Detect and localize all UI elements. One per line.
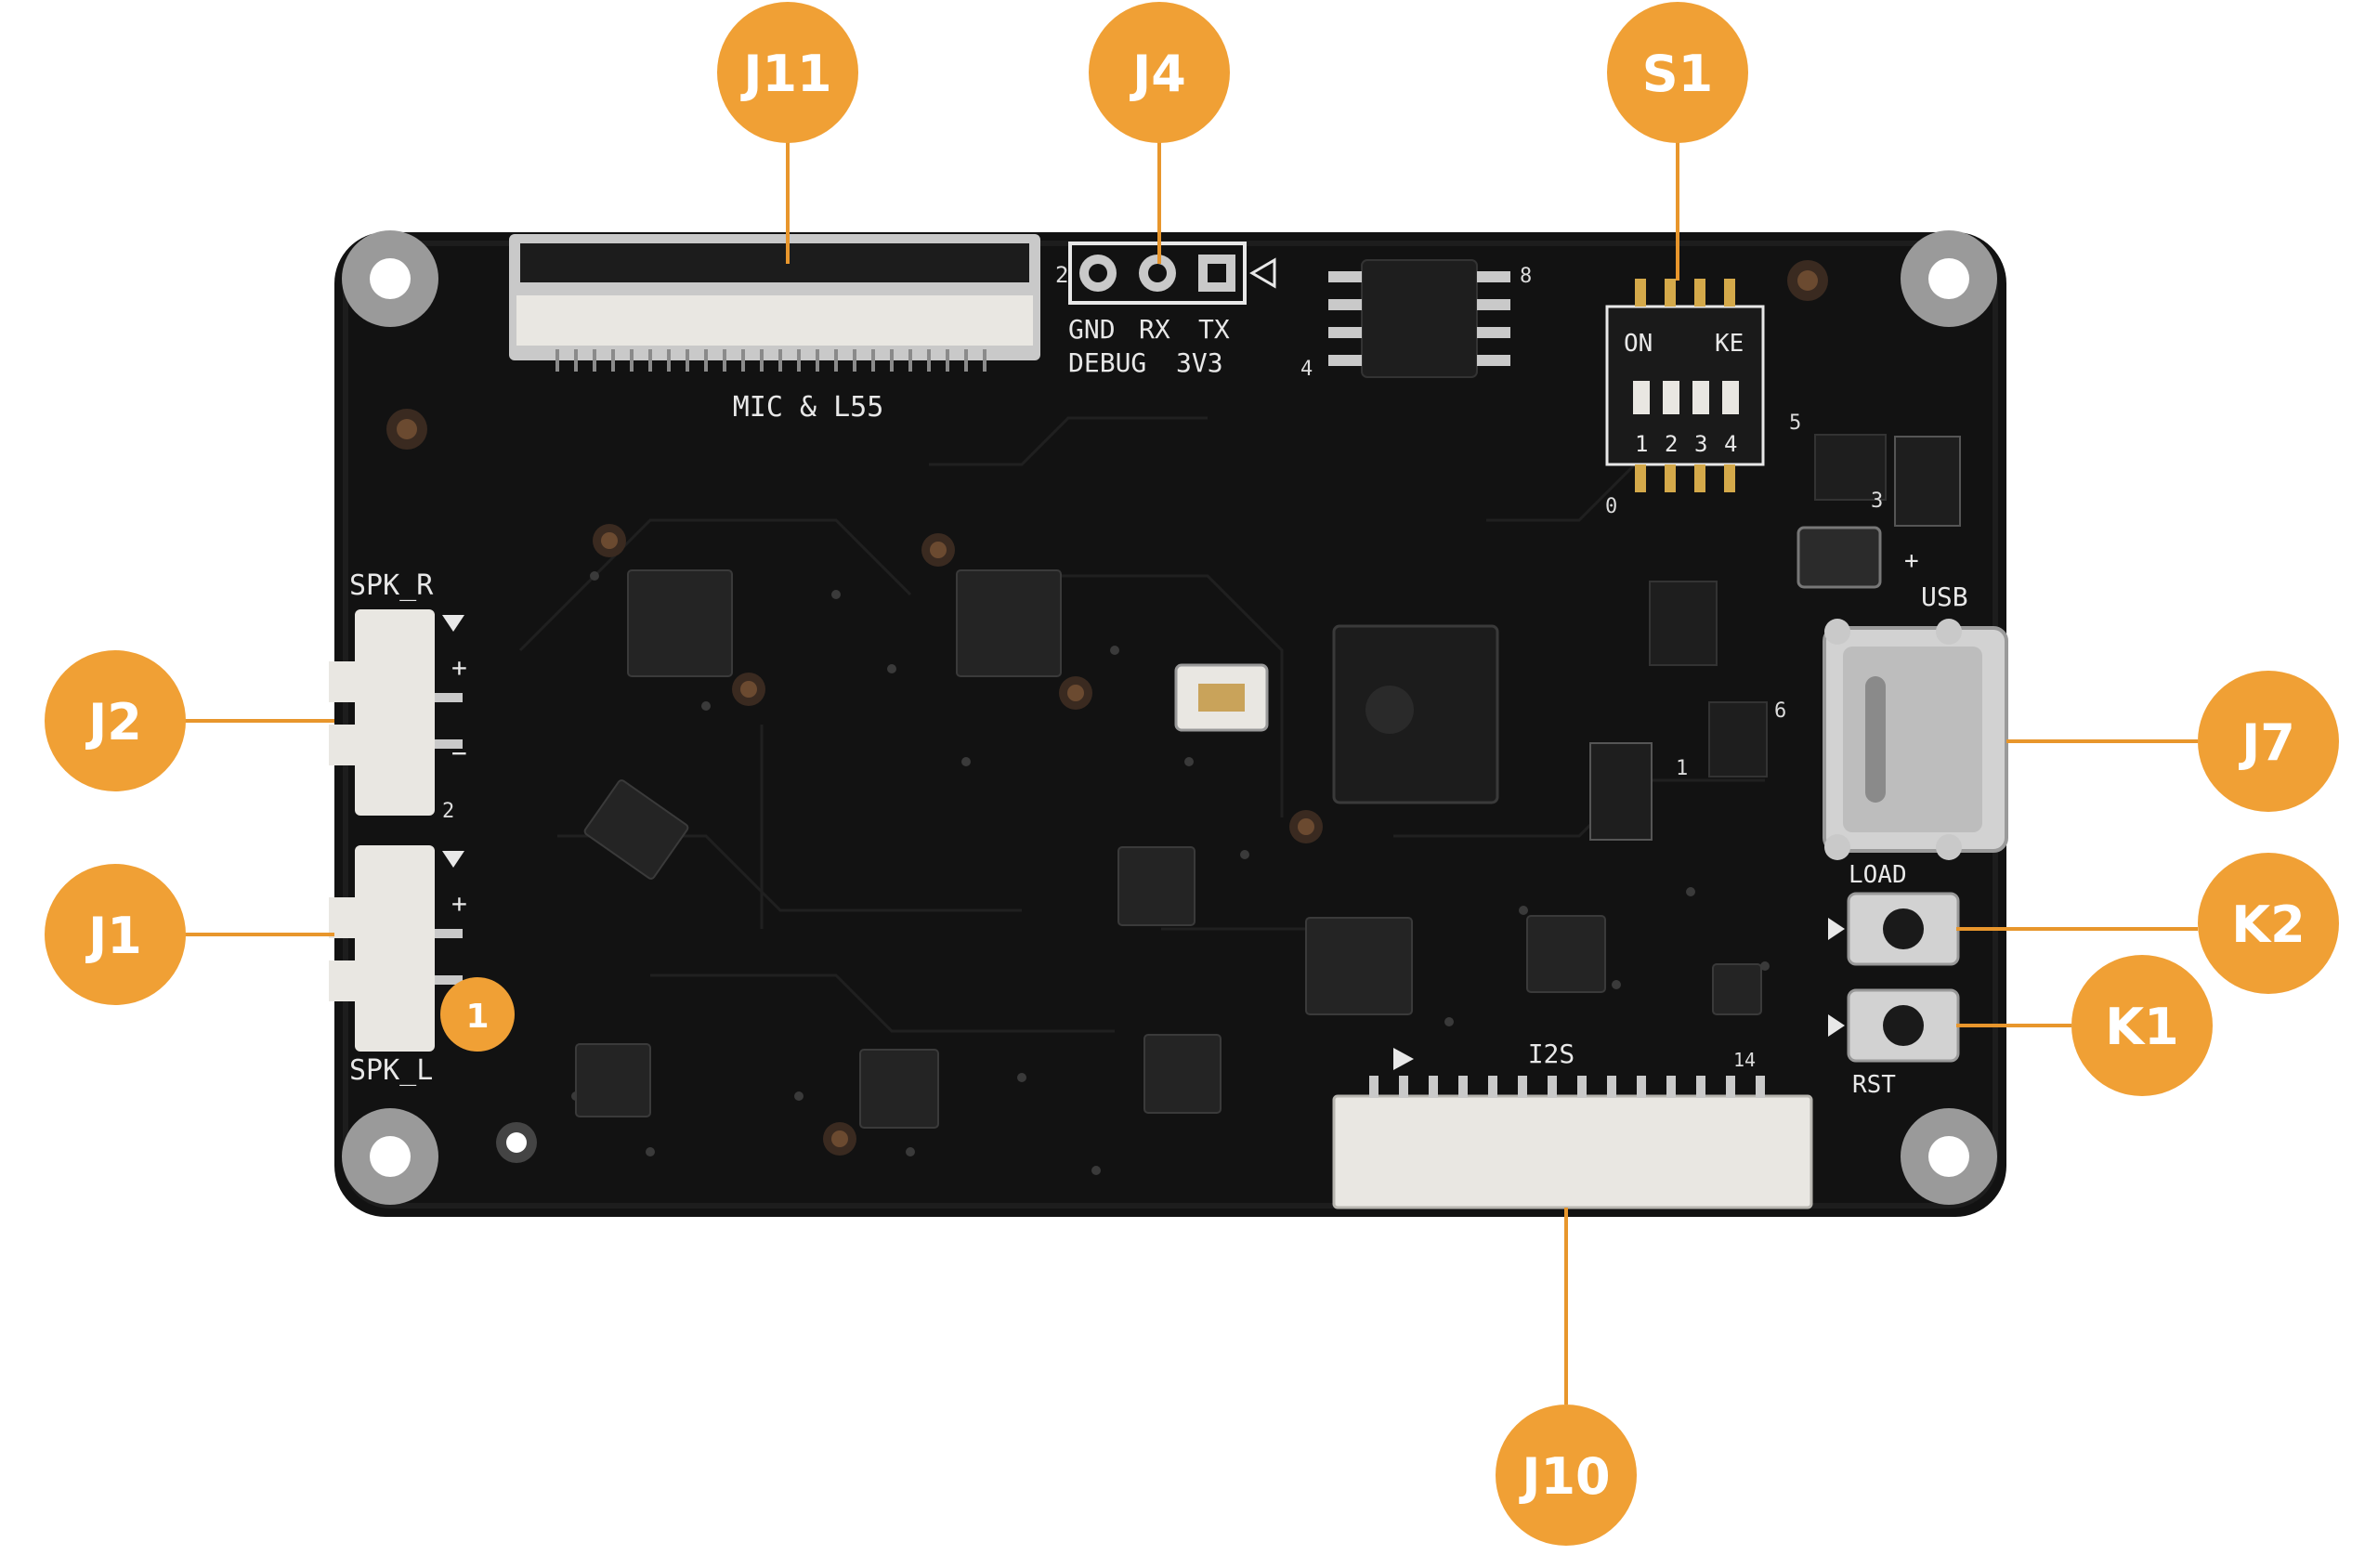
label-minus-j2: −: [451, 738, 467, 768]
svg-text:J1: J1: [85, 907, 142, 965]
callout-j4: J4: [1089, 2, 1230, 143]
label-rx: RX: [1139, 314, 1170, 345]
i2s-connector-j10: [1332, 1076, 1813, 1209]
qfn-chips: [575, 569, 1762, 1129]
svg-text:J4: J4: [1129, 45, 1186, 103]
callout-lines: [182, 139, 2198, 1405]
label-zero: 0: [1605, 495, 1617, 518]
arrow-j1: [442, 851, 464, 868]
label-plus-right: +: [1904, 547, 1919, 575]
fpc-connector-j11: [509, 234, 1040, 372]
label-two-j2: 2: [442, 800, 454, 823]
speaker-connector-j2: [329, 609, 463, 816]
callout-j7: J7: [2198, 671, 2339, 812]
callout-pin1: 1: [440, 977, 515, 1052]
label-mic-l55: MIC & L55: [733, 391, 884, 424]
label-dip4: 4: [1724, 431, 1737, 457]
crystal: [1174, 663, 1269, 732]
main-soc: [1332, 624, 1499, 804]
label-n5: 5: [1789, 412, 1801, 435]
label-usb: USB: [1921, 581, 1968, 612]
label-3v3: 3V3: [1176, 347, 1223, 378]
callout-j11: J11: [717, 2, 858, 143]
debug-header-j4: [1068, 242, 1276, 305]
label-dip3: 3: [1694, 431, 1707, 457]
callout-k1: K1: [2071, 955, 2213, 1096]
label-n4: 4: [1300, 358, 1313, 381]
svg-text:S1: S1: [1642, 45, 1713, 103]
arrow-j2: [442, 615, 464, 632]
label-dip1: 1: [1635, 431, 1648, 457]
label-spk-r: SPK_R: [349, 569, 434, 602]
label-ke: KE: [1715, 330, 1744, 358]
soic8-chip: [1328, 259, 1510, 378]
label-n8: 8: [1520, 265, 1532, 288]
svg-text:J10: J10: [1518, 1447, 1610, 1506]
svg-text:J2: J2: [85, 693, 142, 751]
svg-text:K1: K1: [2105, 998, 2178, 1056]
svg-text:K2: K2: [2231, 895, 2305, 954]
label-spk-l: SPK_L: [349, 1054, 433, 1087]
label-plus-j1: +: [451, 888, 467, 919]
button-k2-load: [1847, 892, 1960, 966]
callout-j2: J2: [45, 650, 186, 791]
label-rst: RST: [1852, 1071, 1896, 1099]
svg-text:J11: J11: [739, 45, 831, 103]
label-n6: 6: [1774, 699, 1786, 723]
callout-k2: K2: [2198, 853, 2339, 994]
label-tx: TX: [1198, 314, 1230, 345]
mounting-holes: [342, 230, 1997, 1205]
svg-text:J7: J7: [2238, 713, 2295, 772]
arrow-j10: [1393, 1048, 1414, 1070]
label-debug: DEBUG: [1068, 347, 1146, 378]
svg-text:1: 1: [465, 998, 489, 1036]
label-plus-j2: +: [451, 652, 467, 683]
arrow-k1: [1828, 1014, 1845, 1037]
label-dip2: 2: [1665, 431, 1678, 457]
callout-j1: J1: [45, 864, 186, 1005]
speaker-connector-j1: [329, 845, 463, 1052]
button-k1-rst: [1847, 988, 1960, 1063]
dip-switch-s1: [1605, 279, 1765, 492]
label-i2s: I2S: [1528, 1039, 1575, 1069]
label-on: ON: [1624, 330, 1653, 358]
label-pin14: 14: [1733, 1049, 1756, 1071]
label-load: LOAD: [1849, 861, 1907, 889]
callout-s1: S1: [1607, 2, 1748, 143]
label-n3: 3: [1871, 490, 1883, 513]
label-j4-pin2: 2: [1055, 262, 1068, 288]
regulator-sot: [1589, 434, 1961, 841]
label-n1: 1: [1676, 757, 1688, 780]
usb-c-connector-j7: [1823, 619, 2008, 860]
label-gnd: GND: [1068, 314, 1116, 345]
arrow-k2: [1828, 918, 1845, 940]
callout-j10: J10: [1496, 1405, 1637, 1546]
